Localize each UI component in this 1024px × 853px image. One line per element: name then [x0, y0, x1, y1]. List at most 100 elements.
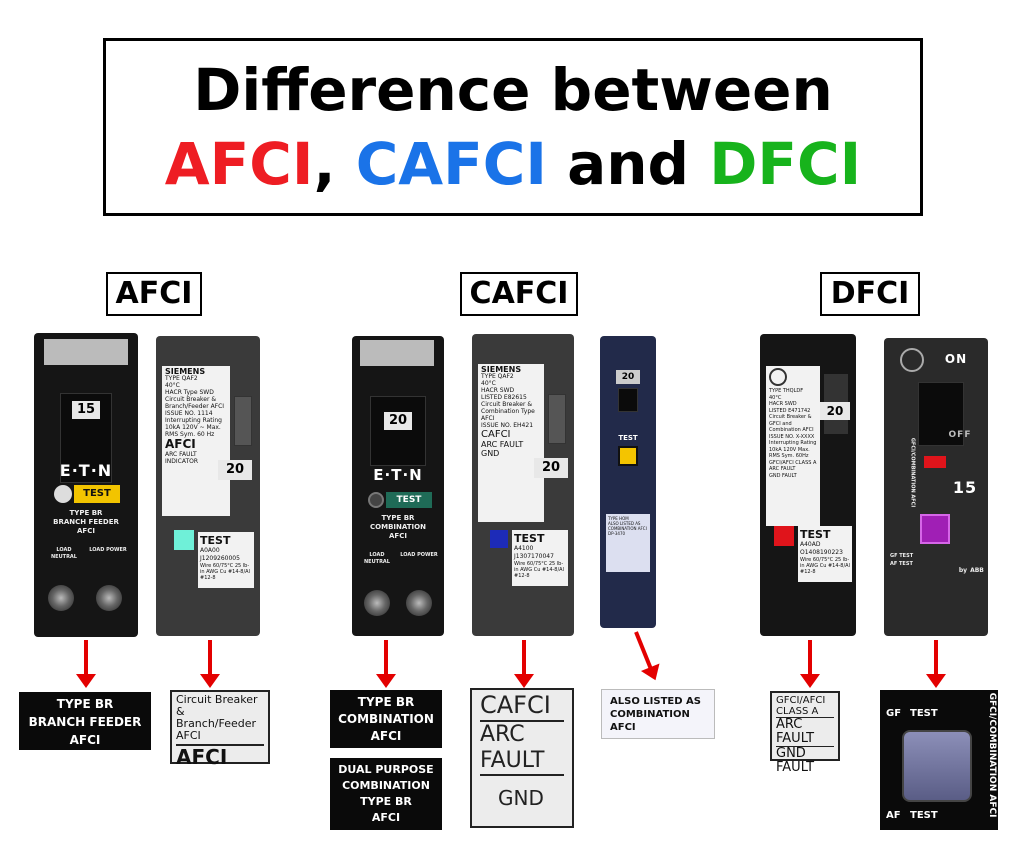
- wire-text: Wire 60/75°C 25 lb-in AWG Cu #14-8/Al #1…: [800, 557, 850, 575]
- cafci-text: CAFCI: [481, 429, 511, 440]
- brand-siemens: SIEMENS: [165, 367, 206, 376]
- serial-text: J1209260005: [200, 555, 240, 562]
- breaker-top-label: [44, 339, 128, 365]
- section-label-afci: AFCI: [106, 272, 202, 316]
- callout-gf-test-label: TEST: [910, 708, 938, 719]
- callout-cafci: CAFCI ARC FAULT GND: [470, 688, 574, 828]
- callout-af-test-label: TEST: [910, 810, 938, 821]
- rating-number: 15: [952, 478, 978, 497]
- arrow-5: [634, 631, 653, 670]
- breaker-handle[interactable]: [234, 396, 252, 446]
- test-code-label: TEST A4100 J1307170047 Wire 60/75°C 25 l…: [512, 530, 568, 586]
- type-text: TYPE THQLDF: [769, 388, 804, 394]
- arrow-4: [514, 640, 534, 688]
- breaker-handle[interactable]: [548, 394, 566, 444]
- breaker-top-label: [360, 340, 434, 366]
- rating-number: 20: [384, 412, 412, 430]
- callout-arc-fault-text: ARC FAULT: [776, 718, 834, 747]
- callout-gnd-text: GND: [498, 786, 544, 810]
- callout-line1: Circuit Breaker &: [176, 693, 258, 718]
- serial-text: O1408190223: [800, 549, 843, 556]
- terminal-screw: [48, 585, 74, 611]
- breaker-squared-hom: 20 TEST TYPE HOM ALSO LISTED AS COMBINAT…: [600, 336, 656, 628]
- type-text: TYPE QAF2: [481, 373, 514, 380]
- terminal-screw: [406, 590, 432, 616]
- test-button-purple[interactable]: [920, 514, 950, 544]
- load-power-label: LOAD POWER: [89, 547, 127, 553]
- gnd-text: GND: [481, 449, 500, 458]
- callout-test-button[interactable]: [902, 730, 972, 802]
- wire-text: Wire 60/75°C 25 lb-in AWG Cu #14-8/Al #1…: [514, 561, 564, 579]
- side-label: GFCI/COMBINATION AFCI: [909, 437, 916, 508]
- test-button[interactable]: TEST: [386, 492, 432, 508]
- gnd-text: GND FAULT: [769, 472, 797, 479]
- temp-text: 40°C: [769, 394, 782, 401]
- breaker-siemens-afci: SIEMENS TYPE QAF2 40°C HACR Type SWD Cir…: [156, 336, 260, 636]
- breaker-handle[interactable]: [618, 388, 638, 412]
- title-and: and: [567, 130, 690, 198]
- type-text: TYPE QAF2: [165, 375, 198, 382]
- callout-cafci-text: CAFCI: [480, 690, 564, 722]
- callout-gnd-fault-text: GND FAULT: [776, 746, 815, 775]
- title-box: Difference between AFCI, CAFCI and DFCI: [103, 38, 923, 216]
- test-label: TEST: [618, 434, 638, 442]
- callout-af-label: AF: [886, 810, 901, 821]
- breaker-handle[interactable]: [370, 396, 426, 466]
- test-code-label: TEST A40AD O1408190223 Wire 60/75°C 25 l…: [798, 526, 852, 582]
- load-neutral-label: LOAD NEUTRAL: [51, 547, 77, 560]
- breaker-spec-label: SIEMENS TYPE QAF2 40°C HACR Type SWD Cir…: [162, 366, 230, 516]
- arrow-1: [76, 640, 96, 688]
- test-button-red[interactable]: [774, 526, 794, 546]
- code-text: A4100: [514, 545, 534, 552]
- arc-text: ARC FAULT: [481, 440, 524, 449]
- callout-branch-feeder: TYPE BR BRANCH FEEDER AFCI: [19, 692, 151, 750]
- breaker-siemens-cafci: SIEMENS TYPE QAF2 40°C HACR SWD LISTED E…: [472, 334, 574, 636]
- callout-fault-text: FAULT: [480, 748, 564, 776]
- temp-text: 40°C: [165, 382, 180, 389]
- gf-test-label: GF TEST: [890, 553, 914, 559]
- terminal-screw: [364, 590, 390, 616]
- callout-dual-purpose: DUAL PURPOSE COMBINATION TYPE BR AFCI: [330, 758, 442, 830]
- test-text[interactable]: TEST: [200, 534, 231, 547]
- test-text[interactable]: TEST: [514, 532, 545, 545]
- breaker-spec-label: TYPE THQLDF 40°C HACR SWD LISTED E471742…: [766, 366, 820, 526]
- arc-fault-indicator: [490, 530, 508, 548]
- test-button-round[interactable]: [54, 485, 72, 503]
- callout-arc-text: ARC: [480, 722, 525, 747]
- issue-text: ISSUE NO. X-XXXX: [769, 433, 815, 440]
- wire-text: Wire 60/75°C 25 lb-in AWG Cu #14-8/Al #1…: [200, 563, 250, 581]
- test-button[interactable]: TEST: [74, 485, 120, 503]
- callout-class-text: GFCI/AFCI CLASS A: [776, 695, 834, 718]
- callout-gf-af-test: GF TEST AF TEST GFCI/COMBINATION AFCI: [880, 690, 998, 830]
- interrupt-text: Interrupting Rating 10kA 120V ~ Max. RMS…: [165, 417, 222, 438]
- callout-gfci-afci: GFCI/AFCI CLASS A ARC FAULT GND FAULT: [770, 691, 840, 775]
- class-text: GFCI/AFCI CLASS A: [769, 459, 817, 466]
- test-text[interactable]: TEST: [800, 528, 831, 541]
- rating-number: 20: [534, 458, 568, 478]
- title-line1: Difference between: [193, 56, 833, 124]
- title-dfci: DFCI: [709, 130, 862, 198]
- title-afci: AFCI: [164, 130, 314, 198]
- breaker-eaton-afci: 15 E·T·N TEST TYPE BR BRANCH FEEDER AFCI…: [34, 333, 138, 637]
- title-line2: AFCI, CAFCI and DFCI: [106, 125, 920, 203]
- ge-logo-icon: [769, 368, 787, 386]
- listing-text: ALSO LISTED AS COMBINATION AFCI: [608, 521, 647, 531]
- type-text: TYPE HOM: [608, 516, 629, 521]
- hacr-text: HACR Type SWD: [165, 389, 214, 396]
- type-label: TYPE BR COMBINATION AFCI: [370, 514, 426, 540]
- hacr-text: HACR SWD: [769, 401, 797, 407]
- test-button-round[interactable]: [368, 492, 384, 508]
- ge-logo-icon: [900, 348, 924, 372]
- listing-text: Circuit Breaker & Combination Type AFCI: [481, 401, 535, 422]
- brand-siemens: SIEMENS: [481, 365, 522, 374]
- load-neutral-label: LOAD NEUTRAL: [364, 552, 390, 565]
- callout-gf-label: GF: [886, 708, 902, 719]
- breaker-handle[interactable]: [918, 382, 964, 446]
- hacr-text: HACR SWD: [481, 387, 515, 394]
- square-d-logo-icon[interactable]: [618, 446, 638, 466]
- type-label: TYPE BR BRANCH FEEDER AFCI: [53, 509, 119, 535]
- abb-label: ABB: [970, 567, 984, 574]
- listing-text: Circuit Breaker & Branch/Feeder AFCI: [165, 396, 225, 410]
- listed-text: LISTED E471742: [769, 407, 811, 414]
- callout-line2: Branch/Feeder: [176, 717, 257, 730]
